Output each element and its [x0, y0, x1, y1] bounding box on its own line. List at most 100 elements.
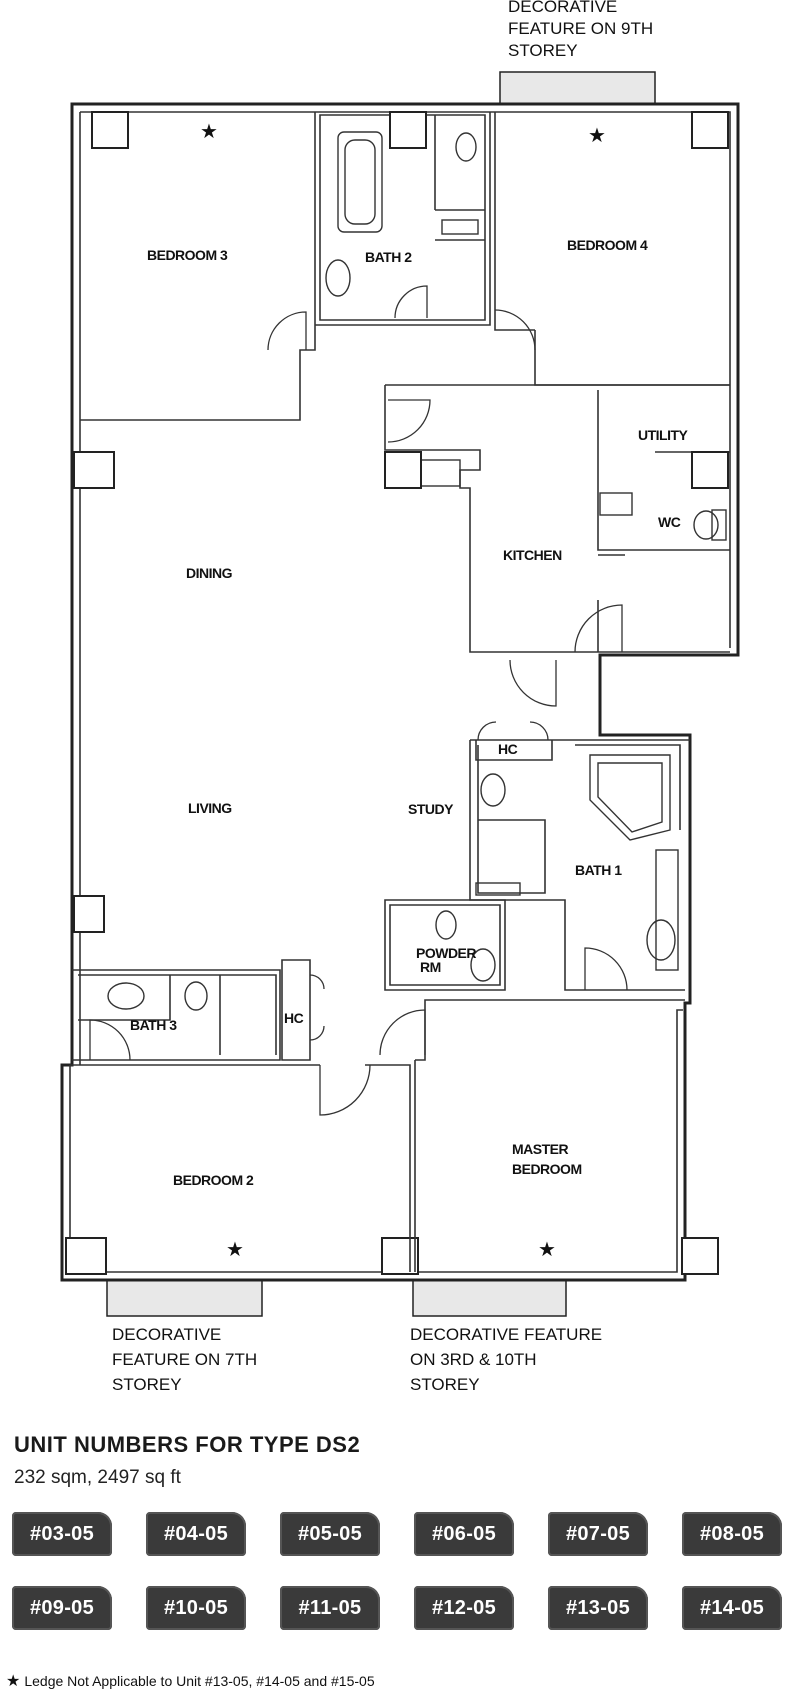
unit-tag: #05-05: [280, 1512, 380, 1556]
hc-left-walls: [281, 959, 311, 1061]
room-label-master-bedroom-line1: MASTER: [512, 1141, 569, 1157]
sink-utility: [599, 492, 633, 516]
door-bath2: [394, 285, 428, 319]
ledge-star-bedroom2: ★: [226, 1239, 244, 1261]
bathtub-bath1: [589, 754, 671, 841]
basin-powder-room: [470, 948, 496, 982]
basin-bath3: [107, 982, 145, 1010]
unit-tag: #10-05: [146, 1586, 246, 1630]
room-label-bath2: BATH 2: [365, 249, 412, 265]
ledge-note-text: Ledge Not Applicable to Unit #13-05, #14…: [24, 1673, 375, 1689]
unit-tag: #13-05: [548, 1586, 648, 1630]
room-label-bedroom2: BEDROOM 2: [173, 1172, 254, 1188]
vanity-right-bath1: [655, 849, 679, 971]
column: [91, 111, 129, 149]
unit-tag: #06-05: [414, 1512, 514, 1556]
vanity-bath2: [441, 219, 479, 235]
door-kitchen: [387, 399, 431, 443]
column: [384, 451, 422, 489]
bathtub-bath1-inner: [597, 762, 663, 833]
ledge-star-bedroom4: ★: [588, 125, 606, 147]
room-label-dining: DINING: [186, 565, 233, 581]
column: [691, 111, 729, 149]
unit-type-title: UNIT NUMBERS FOR TYPE DS2: [14, 1432, 361, 1457]
deco-note-right-line1: DECORATIVE FEATURE: [410, 1325, 602, 1344]
door-bedroom3: [267, 311, 307, 351]
bedroom3-walls: [80, 112, 491, 421]
door-bedroom2: [319, 1064, 371, 1116]
column: [691, 451, 729, 489]
ledge-note: ★Ledge Not Applicable to Unit #13-05, #1…: [6, 1671, 375, 1691]
room-label-bath3: BATH 3: [130, 1017, 177, 1033]
unit-row-1: #03-05 #04-05 #05-05 #06-05 #07-05 #08-0…: [12, 1512, 782, 1556]
column: [389, 111, 427, 149]
deco-note-left-line1: DECORATIVE: [112, 1325, 221, 1344]
room-label-powder-room-line2: RM: [420, 959, 441, 975]
deco-note-top-line3: STOREY: [508, 41, 578, 60]
door-hc-top: [477, 721, 549, 741]
outer-wall-inner: [69, 111, 731, 1273]
toilet-wc: [693, 510, 719, 540]
room-label-utility: UTILITY: [638, 427, 689, 443]
room-label-kitchen: KITCHEN: [503, 547, 562, 563]
decorative-feature-top: [499, 71, 656, 105]
bedroom2-walls: [70, 1060, 416, 1272]
toilet-bath3: [184, 981, 208, 1011]
unit-tag: #09-05: [12, 1586, 112, 1630]
unit-tag: #14-05: [682, 1586, 782, 1630]
bathtub-bath2-inner: [344, 139, 376, 225]
door-hc-left: [309, 974, 325, 1041]
toilet-bath1: [480, 773, 506, 807]
ledge-star-master: ★: [538, 1239, 556, 1261]
bath2-walls: [319, 114, 486, 321]
room-label-living: LIVING: [188, 800, 232, 816]
floor-plan: DECORATIVE FEATURE ON 9TH STOREY: [60, 0, 740, 1394]
star-icon: ★: [6, 1673, 21, 1690]
deco-note-right-line2: ON 3RD & 10TH: [410, 1350, 537, 1369]
door-bath1: [584, 947, 628, 991]
bathtub-bath2: [337, 131, 383, 233]
deco-note-left-line3: STOREY: [112, 1375, 182, 1394]
decorative-feature-right: [412, 1279, 567, 1317]
unit-tag: #07-05: [548, 1512, 648, 1556]
unit-tag: #11-05: [280, 1586, 380, 1630]
room-label-bath1: BATH 1: [575, 862, 622, 878]
bath3-walls: [72, 969, 281, 1061]
room-label-hc-top: HC: [498, 741, 518, 757]
deco-note-right-line3: STOREY: [410, 1375, 480, 1394]
door-study: [509, 659, 557, 707]
vanity-bath1: [475, 882, 521, 896]
door-kitchen-back: [574, 604, 623, 653]
bath1-walls: [469, 739, 690, 991]
hc-top-walls: [475, 740, 553, 761]
column: [73, 895, 105, 933]
unit-tag: #04-05: [146, 1512, 246, 1556]
ledge-star-bedroom3: ★: [200, 121, 218, 143]
deco-note-top-line2: FEATURE ON 9TH: [508, 19, 653, 38]
basin-bath1: [646, 919, 676, 961]
outer-wall: [60, 102, 740, 1282]
unit-tag: #12-05: [414, 1586, 514, 1630]
room-label-bedroom3: BEDROOM 3: [147, 247, 228, 263]
room-label-study: STUDY: [408, 801, 454, 817]
toilet-powder-room: [435, 910, 457, 940]
deco-note-left-line2: FEATURE ON 7TH: [112, 1350, 257, 1369]
unit-area: 232 sqm, 2497 sq ft: [14, 1467, 181, 1488]
column: [681, 1237, 719, 1275]
column: [73, 451, 115, 489]
toilet-tank-wc: [711, 509, 727, 541]
sink-kitchen: [419, 459, 461, 487]
door-bath3: [89, 1019, 131, 1061]
room-label-bedroom4: BEDROOM 4: [567, 237, 648, 253]
door-bedroom4: [494, 309, 536, 351]
room-label-powder-room-line1: POWDER: [416, 945, 476, 961]
unit-row-2: #09-05 #10-05 #11-05 #12-05 #13-05 #14-0…: [12, 1586, 782, 1630]
room-label-hc-left: HC: [284, 1010, 304, 1026]
powder-room-walls: [384, 899, 506, 991]
column: [65, 1237, 107, 1275]
room-label-wc: WC: [658, 514, 681, 530]
decorative-feature-left: [106, 1279, 263, 1317]
toilet-upper: [455, 132, 477, 162]
unit-tag: #03-05: [12, 1512, 112, 1556]
master-bedroom-walls: [415, 999, 685, 1061]
